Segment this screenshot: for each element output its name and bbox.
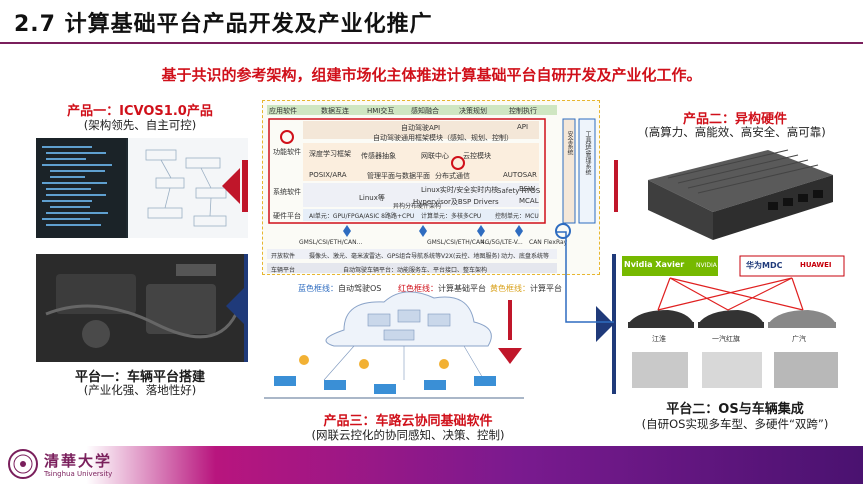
block-api-2: API	[517, 123, 529, 131]
chip-huawei-label: 华为MDC	[746, 261, 783, 270]
vehicle-integration-illustration	[622, 255, 845, 388]
product-2-subtitle: (高算力、高能效、高安全、高可靠)	[644, 125, 826, 139]
tab-data: 数据互连	[321, 107, 349, 115]
hardware-photo	[618, 140, 848, 250]
legend-blue-value: 自动驾驶OS	[338, 284, 382, 293]
block-bsw: BSW	[519, 185, 536, 193]
tsinghua-seal-icon	[8, 449, 38, 479]
chip-nvidia-label: Nvidia Xavier	[624, 260, 685, 269]
vehicle-engine-photo	[36, 254, 248, 362]
legend-red-label: 红色框线：	[398, 284, 438, 293]
row-service-label: 功能软件	[273, 148, 301, 156]
vehicle-gac-label: 广汽	[792, 335, 806, 343]
block-api: 自动驾驶API	[401, 124, 441, 132]
block-sensor: 传感器抽象	[361, 152, 396, 160]
product-1-subtitle: (架构领先、自主可控)	[83, 118, 197, 132]
platform-2-arrow	[596, 306, 614, 342]
tab-app: 应用软件	[269, 107, 297, 115]
architecture-frames	[267, 105, 596, 273]
tab-hmi: HMI交互	[367, 107, 395, 115]
block-map: 网联中心	[421, 152, 449, 160]
seal-glyph	[13, 454, 33, 474]
legend-yellow-value: 计算平台	[530, 284, 562, 293]
block-control-unit: 控制单元：MCU	[495, 213, 539, 220]
page-title: 2.7 计算基础平台产品开发及产业化推广	[14, 12, 433, 37]
cloud-illustration	[264, 291, 524, 399]
engine-illustration	[36, 254, 248, 362]
bus-3: 4G/5G/LTE-V...	[481, 239, 523, 246]
vehicle-hongqi-label: 一汽红旗	[712, 335, 740, 343]
tab-perception: 感知融合	[411, 107, 439, 115]
block-mcal: MCAL	[519, 197, 539, 205]
footer-bar	[0, 446, 863, 484]
bus-4: CAN FlexRay	[529, 239, 568, 246]
platform-2-title: 平台二：OS与车辆集成	[666, 402, 804, 417]
page-subtitle: 基于共识的参考架构，组建市场化主体推进计算基础平台自研开发及产业化工作。	[161, 66, 702, 84]
legend-yellow-label: 黄色框线：	[490, 284, 530, 293]
product-1-title: 产品一：ICVOS1.0产品	[67, 104, 213, 119]
block-autosar: AUTOSAR	[503, 171, 537, 179]
row-hardware-label: 硬件平台	[273, 212, 301, 220]
side-safety-label: 安全系统	[566, 131, 573, 155]
hardware-box-illustration	[648, 149, 833, 240]
tsinghua-logo-cn: 清華大学	[44, 452, 113, 470]
vehicle-jac-label: 江淮	[652, 335, 666, 343]
bus-1: GMSL/CSI/ETH/CAN...	[299, 239, 363, 246]
platform-1-arrow	[226, 288, 244, 324]
legend-yellow: 黄色框线：计算平台	[490, 283, 562, 294]
row-vehicle-label: 车辆平台	[271, 267, 296, 274]
product-2-title: 产品二：异构硬件	[682, 112, 787, 127]
tsinghua-logo-en: Tsinghua University	[44, 470, 113, 478]
block-hypervisor: Hypervisor及BSP Drivers	[413, 198, 499, 206]
vehicle-road-cloud-diagram	[264, 280, 524, 410]
block-linux-rt: Linux实时/安全实时内核	[421, 186, 499, 194]
chip-nvidia-brand: NVIDIA	[696, 262, 717, 269]
block-os-common: 自动驾驶通用框架模块（感知、规划、控制）	[373, 134, 513, 142]
chip-huawei-brand: HUAWEI	[800, 261, 832, 269]
code-screenshot	[36, 138, 248, 238]
product-3-title: 产品三：车路云协同基础软件	[323, 414, 493, 429]
block-hw-arch: 异构分布硬件架构	[393, 203, 442, 210]
legend-blue: 蓝色框线：自动驾驶OS	[298, 283, 381, 294]
block-linux: Linux等	[359, 194, 385, 202]
row-open-label: 开放软件	[271, 253, 296, 260]
block-v2x: V2X(云控、地图服务)	[441, 253, 500, 260]
block-posix: POSIX/ARA	[309, 171, 347, 179]
platform-1-arrow-bar	[244, 254, 248, 362]
block-safety: Safety RTOS	[497, 187, 541, 195]
row-system-label: 系统软件	[273, 188, 301, 196]
tab-planning: 决策规划	[459, 107, 487, 115]
block-open-row: 摄像头、激光、毫米波雷达、GPS组合导航系统等	[309, 253, 442, 260]
block-dl: 深度学习框架	[309, 150, 351, 158]
block-vehicle-row: 自动驾驶车辆平台：动能服务车、平台接口、整车架构	[343, 267, 488, 274]
block-cloud: 云控模块	[463, 152, 491, 160]
vehicle-integration-panel	[618, 254, 848, 394]
block-dist: 分布式通信	[435, 172, 470, 180]
platform-1-subtitle: (产业化强、落地性好)	[83, 383, 197, 397]
product-2-arrow-bar	[614, 160, 620, 212]
block-ai-unit: AI单元：GPU/FPGA/ASIC 8路路+CPU	[309, 213, 415, 220]
bus-2: GMSL/CSI/ETH/CAN...	[427, 239, 491, 246]
reference-architecture-diagram: 应用软件 数据互连 HMI交互 感知融合 决策规划 控制执行 功能软件 系统软件…	[262, 100, 600, 275]
legend-red-value: 计算基础平台	[438, 284, 486, 293]
block-power: 动力、底盘系统等	[501, 253, 550, 260]
side-mgmt-label: 工具链/管理系统	[584, 131, 591, 176]
platform-2-arrow-bar	[612, 254, 616, 394]
platform-2-subtitle: (自研OS实现多车型、多硬件“双跨”)	[641, 417, 829, 431]
block-compute-unit: 计算单元：多核多CPU	[421, 213, 482, 220]
platform-1-title: 平台一：车辆平台搭建	[74, 370, 205, 385]
legend-blue-label: 蓝色框线：	[298, 284, 338, 293]
product-3-subtitle: (网联云控化的协同感知、决策、控制)	[311, 428, 505, 442]
product-3-arrow	[498, 348, 522, 364]
legend-red: 红色框线：计算基础平台	[398, 283, 486, 294]
product-1-arrow	[222, 168, 240, 204]
product-1-arrow-bar	[242, 160, 248, 212]
title-divider	[0, 42, 863, 44]
tab-control: 控制执行	[509, 107, 537, 115]
block-mgmt: 管理平面与数据平面	[367, 172, 430, 180]
